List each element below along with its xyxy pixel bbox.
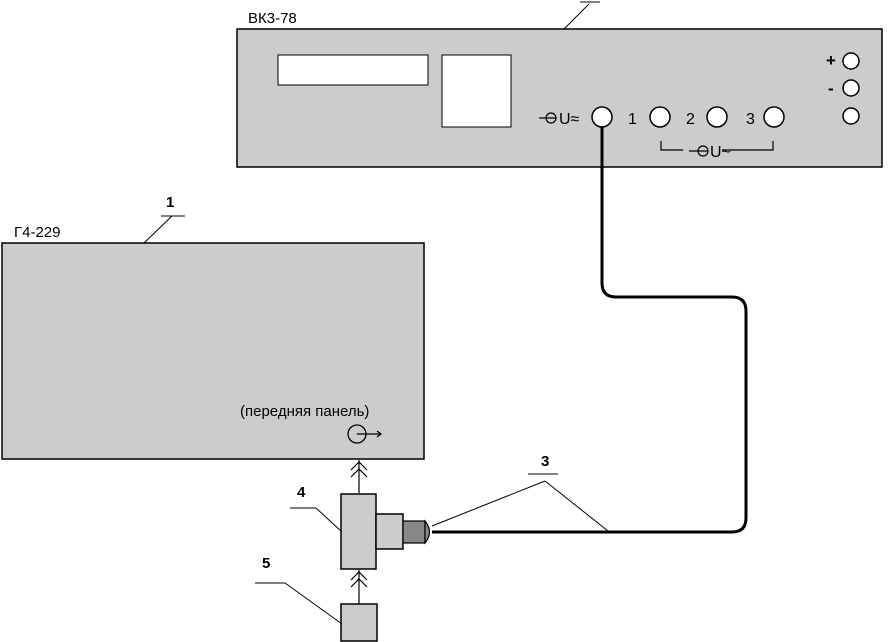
load-leader-diag bbox=[284, 582, 343, 625]
tee-adapter: 4 bbox=[290, 484, 431, 570]
socket-2 bbox=[706, 106, 728, 128]
socket-1 bbox=[649, 106, 671, 128]
input-3-label: 3 bbox=[746, 111, 755, 128]
voltmeter-window bbox=[441, 54, 512, 128]
voltmeter-leader bbox=[563, 3, 590, 30]
cable-plug-tip bbox=[424, 519, 431, 545]
inputs-bracket bbox=[660, 141, 774, 151]
input-u-dc-ac-label: U≈ bbox=[559, 111, 580, 128]
cable-leader-2 bbox=[544, 480, 609, 532]
generator-leader bbox=[143, 215, 173, 244]
generator-name: Г4-229 bbox=[14, 224, 61, 241]
connector-mark-bottom bbox=[350, 570, 368, 604]
load-device: 5 bbox=[255, 555, 378, 642]
inputs-1-2-3: 1 2 3 U~ bbox=[628, 106, 785, 161]
output-arrow-head bbox=[376, 430, 382, 438]
generator-number: 1 bbox=[166, 194, 174, 211]
voltmeter-name: ВК3-78 bbox=[248, 10, 297, 27]
cable-plug bbox=[402, 520, 426, 544]
socket-u-dc-ac bbox=[591, 106, 613, 128]
cable-line bbox=[432, 127, 748, 534]
input-u-ac-label: U~ bbox=[710, 144, 731, 161]
connector-mark-top bbox=[350, 460, 368, 493]
ground-terminal bbox=[842, 107, 860, 125]
tee-side-port bbox=[375, 513, 404, 550]
load-body bbox=[340, 603, 378, 642]
tee-number: 4 bbox=[297, 484, 306, 501]
side-terminals: + - bbox=[826, 51, 860, 125]
plus-terminal bbox=[842, 52, 860, 70]
plus-label: + bbox=[826, 51, 836, 70]
cable-label: 3 bbox=[431, 453, 609, 532]
load-number: 5 bbox=[262, 555, 270, 572]
panel-note: (передняя панель) bbox=[240, 403, 369, 420]
voltmeter-display bbox=[277, 54, 429, 86]
voltmeter-body bbox=[236, 28, 883, 168]
minus-terminal bbox=[842, 79, 860, 97]
input-1-label: 1 bbox=[628, 111, 637, 128]
input-2-label: 2 bbox=[686, 111, 695, 128]
socket-3 bbox=[763, 106, 785, 128]
minus-label: - bbox=[828, 79, 834, 98]
generator-body bbox=[1, 242, 425, 460]
cable-number: 3 bbox=[541, 453, 549, 470]
cable-leader-1 bbox=[431, 480, 546, 527]
generator-device: Г4-229 1 (передняя панель) bbox=[1, 194, 425, 460]
input-u-dc-ac: U≈ bbox=[539, 106, 613, 128]
tee-body bbox=[340, 493, 377, 570]
voltmeter-device: U≈ 1 2 3 U~ + - ВК3-78 bbox=[236, 1, 883, 168]
tee-leader-diag bbox=[315, 507, 343, 533]
